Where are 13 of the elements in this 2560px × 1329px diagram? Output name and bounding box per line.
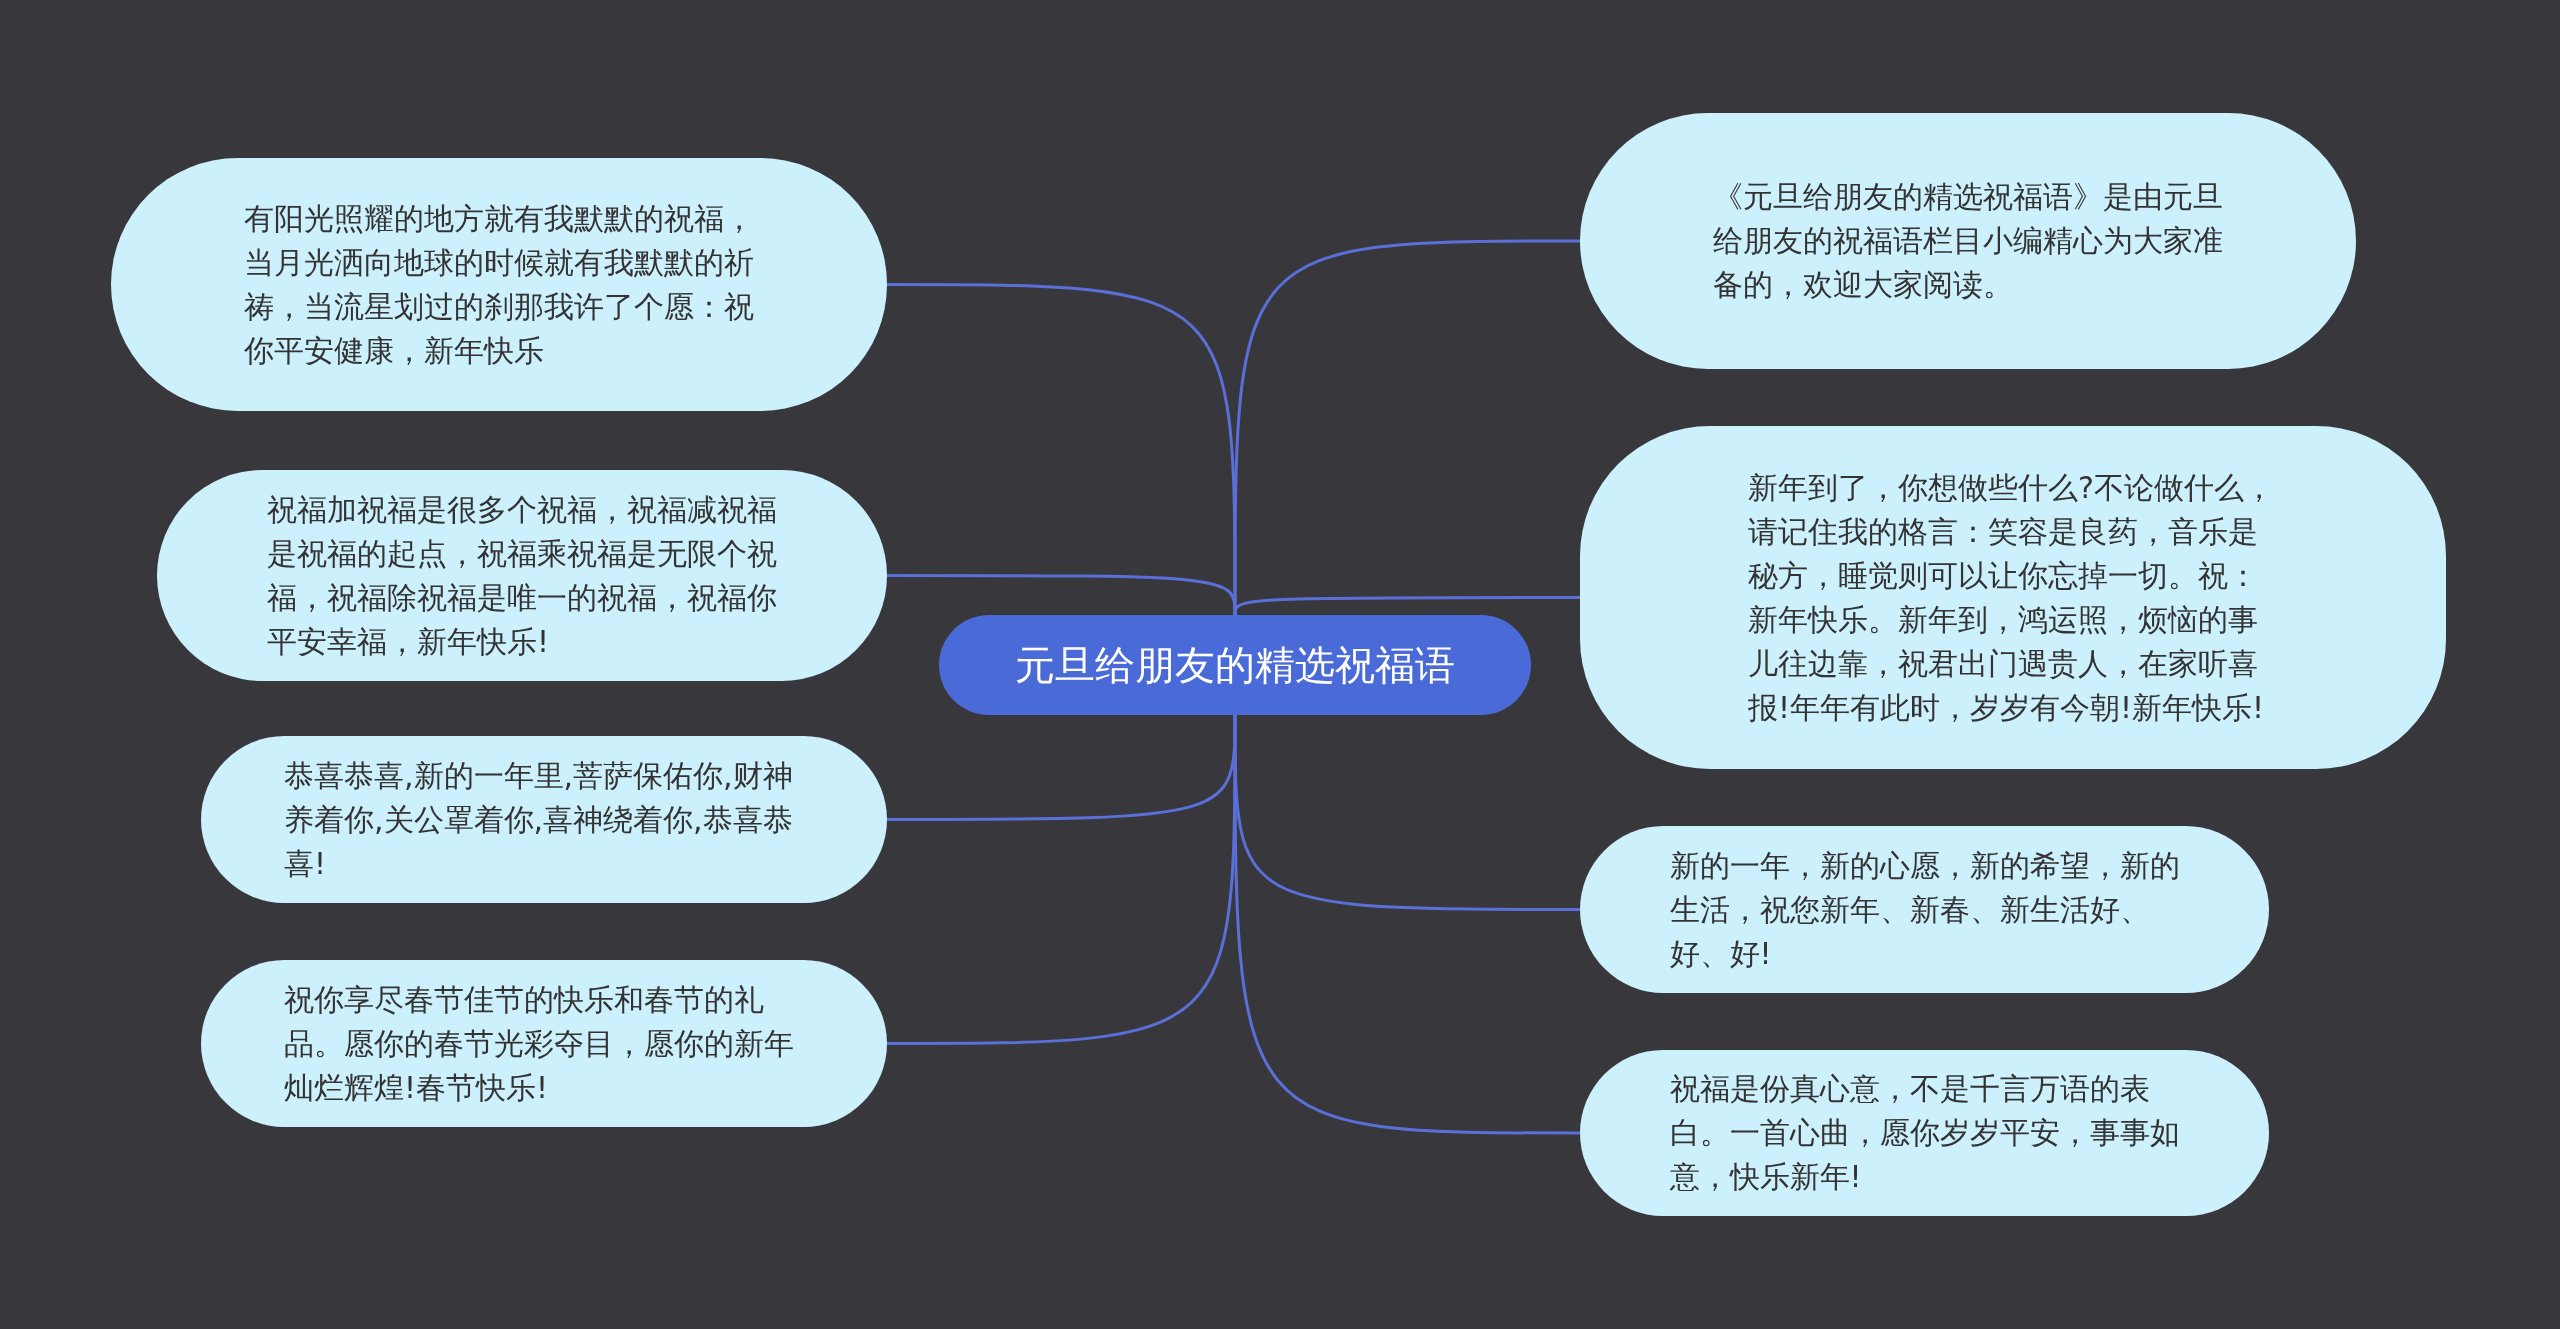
connector-line [887, 715, 1237, 1045]
bubble-text: 新年到了，你想做些什么?不论做什么，请记住我的格言：笑容是良药，音乐是秘方，睡觉则可以让你忘掉一切。祝：新年快乐。新年到，鸿运照，烦恼的事儿往边靠，祝君出门遇贵人，在家听喜报!年年有此时，岁岁有今朝!新年快乐! [1748, 468, 2275, 727]
connector-line [1233, 596, 1580, 616]
bubble-text: 祝福是份真心意，不是千言万语的表白。一首心曲，愿你岁岁平安，事事如意，快乐新年! [1669, 1070, 2180, 1196]
title-text: 元旦给朋友的精选祝福语 [1015, 641, 1455, 690]
bubble-text: 新的一年，新的心愿，新的希望，新的生活，祝您新年、新春、新生活好、好、好! [1669, 846, 2180, 973]
bubble-text: 祝福加祝福是很多个祝福，祝福减祝福是祝福的起点，祝福乘祝福是无限个祝福，祝福除祝福是唯一的祝福，祝福你平安幸福，新年快乐! [267, 490, 777, 661]
bubble-text: 恭喜恭喜,新的一年里,菩萨保佑你,财神养着你,关公罩着你,喜神绕着你,恭喜恭喜! [284, 756, 794, 883]
connector-line [887, 574, 1237, 616]
bubble-text: 祝你享尽春节佳节的快乐和春节的礼品。愿你的春节光彩夺目，愿你的新年灿烂辉煌!春节快乐! [284, 980, 795, 1107]
bubble-text: 有阳光照耀的地方就有我默默的祝福，当月光洒向地球的时候就有我默默的祈祷，当流星划过的刹那我许了个愿：祝你平安健康，新年快乐 [244, 199, 754, 370]
connector-line [1233, 715, 1580, 1135]
bubble-text: 《元旦给朋友的精选祝福语》是由元旦给朋友的祝福语栏目小编精心为大家准备的，欢迎大家阅读。 [1713, 178, 2223, 304]
